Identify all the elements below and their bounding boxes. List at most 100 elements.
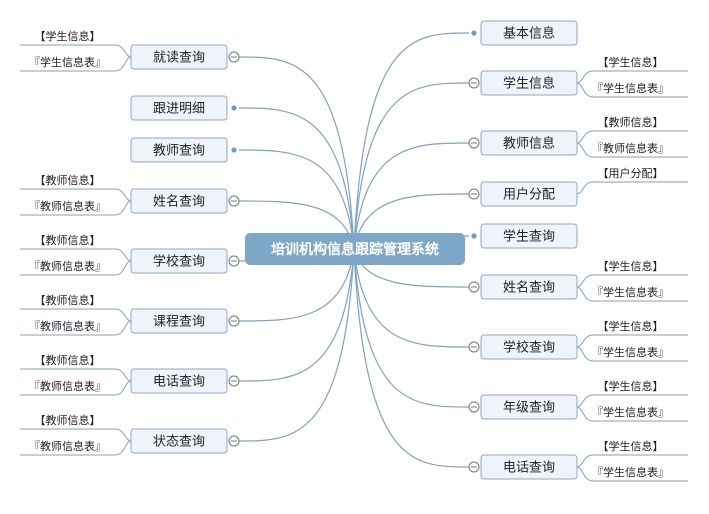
branch-node-label: 电话查询 [153, 375, 205, 390]
branch-node-label: 学生查询 [503, 229, 555, 245]
connector-dot-icon [471, 233, 477, 239]
collapse-toggle-icon[interactable] [228, 195, 240, 207]
branch-connector-left-0 [238, 56, 355, 250]
leaf-label: 『教师信息表』 [29, 439, 106, 453]
collapse-toggle-icon[interactable] [468, 401, 480, 413]
branch-connector-left-7 [238, 248, 355, 442]
collapse-toggle-icon[interactable] [468, 137, 480, 149]
leaf-connector [576, 466, 594, 482]
branch-node-right-0[interactable]: 基本信息 [471, 20, 578, 46]
collapse-toggle-icon[interactable] [468, 77, 480, 89]
branch-node-right-5[interactable]: 姓名查询 [468, 274, 578, 300]
collapse-toggle-icon[interactable] [468, 188, 480, 200]
branch-node-left-1[interactable]: 跟进明细 [130, 95, 237, 121]
collapse-toggle-icon[interactable] [228, 435, 240, 447]
branch-node-right-8[interactable]: 电话查询 [468, 454, 578, 480]
leaf-connector [114, 368, 132, 382]
branch-connector-right-2 [353, 142, 470, 250]
leaf-connector [576, 181, 594, 195]
collapse-toggle-icon[interactable] [468, 341, 480, 353]
leaf-label: 『教师信息表』 [29, 199, 106, 213]
branch-node-right-6[interactable]: 学校查询 [468, 334, 578, 360]
branch-node-box [480, 70, 578, 96]
branch-node-left-5[interactable]: 课程查询 [130, 308, 240, 334]
branch-connector-left-5 [238, 248, 355, 322]
connector-dot-icon [231, 105, 237, 111]
central-topic-node[interactable]: 培训机构信息跟踪管理系统 [245, 233, 465, 265]
branch-node-box [480, 223, 578, 249]
collapse-toggle-icon[interactable] [228, 255, 240, 267]
leaf-connector [114, 188, 132, 202]
nodes: 就读查询【学生信息】『学生信息表』跟进明细教师查询姓名查询【教师信息】『教师信息… [29, 20, 669, 480]
leaf-connector [576, 70, 594, 84]
branch-node-left-0[interactable]: 就读查询 [130, 44, 240, 70]
leaf-connector [114, 200, 132, 216]
collapse-toggle-icon[interactable] [468, 281, 480, 293]
leaf-connector [576, 274, 594, 288]
branch-node-right-4[interactable]: 学生查询 [471, 223, 578, 249]
leaf-label: 『教师信息表』 [29, 379, 106, 393]
branch-connector-right-6 [353, 248, 470, 348]
branch-node-box [480, 334, 578, 360]
leaf-label: 【教师信息】 [35, 233, 101, 247]
branch-node-right-2[interactable]: 教师信息 [468, 130, 578, 156]
branch-node-label: 姓名查询 [153, 194, 205, 210]
leaf-label: 『教师信息表』 [29, 259, 106, 273]
leaf-label: 【教师信息】 [598, 115, 664, 129]
branch-node-box [480, 394, 578, 420]
collapse-toggle-icon[interactable] [468, 461, 480, 473]
branch-node-label: 基本信息 [503, 26, 555, 42]
leaf-label: 『教师信息表』 [29, 319, 106, 333]
branch-node-left-2[interactable]: 教师查询 [130, 137, 237, 163]
branch-node-box [130, 95, 228, 121]
branch-connector-left-6 [238, 248, 355, 382]
leaf-connector [576, 130, 594, 144]
leaf-connector [576, 406, 594, 422]
leaf-connector [114, 308, 132, 322]
leaf-label: 【教师信息】 [35, 293, 101, 307]
collapse-toggle-icon[interactable] [228, 315, 240, 327]
branch-node-label: 教师查询 [153, 143, 205, 159]
branch-node-left-7[interactable]: 状态查询 [130, 428, 240, 454]
branch-node-box [130, 248, 228, 274]
leaf-label: 【教师信息】 [35, 353, 101, 367]
branch-node-left-6[interactable]: 电话查询 [130, 368, 240, 394]
branch-node-label: 用户分配 [503, 187, 555, 203]
branch-node-right-3[interactable]: 用户分配 [468, 181, 578, 207]
leaf-label: 『学生信息表』 [592, 465, 669, 479]
leaf-label: 『学生信息表』 [592, 345, 669, 359]
branch-node-left-3[interactable]: 姓名查询 [130, 188, 240, 214]
leaf-label: 【教师信息】 [35, 413, 101, 427]
leaf-label: 【教师信息】 [35, 173, 101, 187]
leaf-connector [576, 334, 594, 348]
leaf-label: 『教师信息表』 [592, 141, 669, 155]
branch-node-box [480, 130, 578, 156]
branch-node-right-7[interactable]: 年级查询 [468, 394, 578, 420]
leaf-connector [114, 248, 132, 262]
branch-node-label: 电话查询 [503, 461, 555, 476]
leaf-connector [114, 44, 132, 58]
branch-connector-right-3 [353, 193, 470, 250]
leaf-connector [576, 394, 594, 408]
leaf-label: 『学生信息表』 [592, 285, 669, 299]
collapse-toggle-icon[interactable] [228, 51, 240, 63]
branch-node-label: 学生信息 [503, 76, 555, 92]
collapse-toggle-icon[interactable] [228, 375, 240, 387]
branch-node-box [480, 454, 578, 480]
branch-node-label: 年级查询 [503, 401, 555, 416]
leaf-label: 【学生信息】 [598, 319, 664, 333]
branch-node-label: 状态查询 [153, 435, 205, 450]
branch-node-label: 跟进明细 [153, 102, 205, 117]
leaf-label: 【学生信息】 [598, 379, 664, 393]
branch-node-left-4[interactable]: 学校查询 [130, 248, 240, 274]
leaf-label: 【学生信息】 [598, 259, 664, 273]
branch-node-box [130, 44, 228, 70]
connector-dot-icon [471, 30, 477, 36]
branch-node-right-1[interactable]: 学生信息 [468, 70, 578, 96]
leaf-label: 【学生信息】 [598, 55, 664, 69]
branch-node-box [480, 181, 578, 207]
central-topic-title: 培训机构信息跟踪管理系统 [271, 241, 439, 258]
branch-node-label: 课程查询 [153, 315, 205, 330]
leaf-connector [576, 82, 594, 98]
leaf-connector [114, 428, 132, 442]
